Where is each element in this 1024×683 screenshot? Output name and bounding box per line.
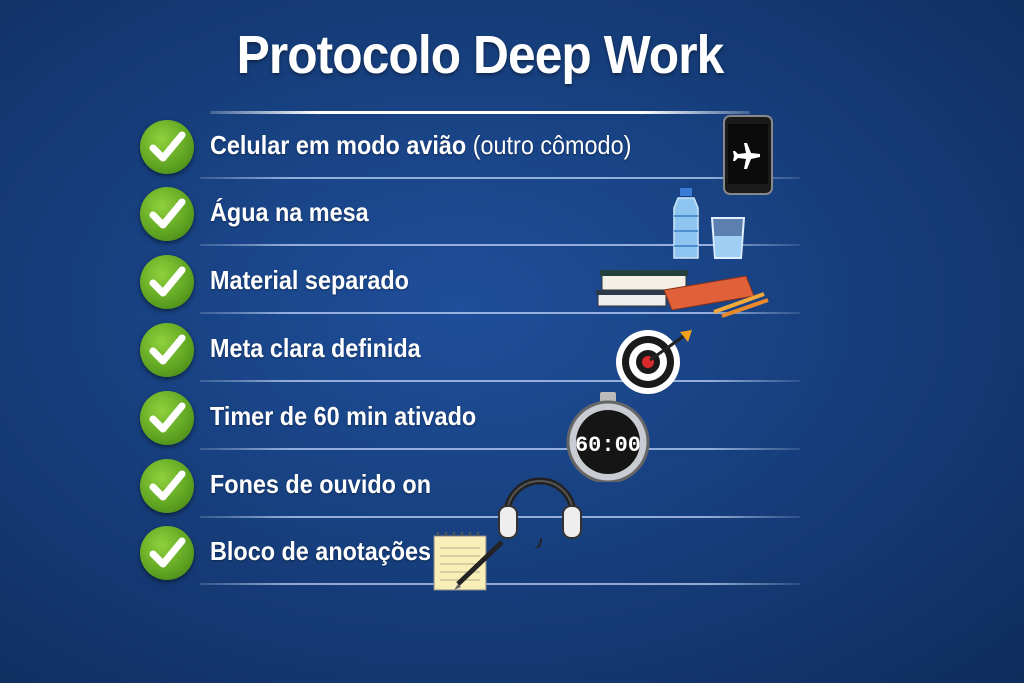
notepad-pen-icon	[433, 532, 504, 591]
check-icon	[140, 526, 194, 580]
check-icon	[140, 323, 194, 377]
headphones-icon	[498, 477, 582, 548]
check-icon	[140, 187, 194, 241]
checklist-item: Bloco de anotações	[140, 523, 820, 585]
item-text: Bloco de anotações	[210, 536, 432, 566]
checklist-item-label: Bloco de anotações	[210, 536, 431, 567]
timer-display: 60:00	[575, 433, 641, 458]
checklist-item: Água na mesa	[140, 184, 820, 246]
check-icon	[140, 391, 194, 445]
divider	[200, 244, 800, 246]
checklist-item: Celular em modo avião (outro cômodo)	[140, 117, 820, 179]
check-icon	[140, 459, 194, 513]
books-pencils-icon	[596, 270, 769, 318]
checklist-item: Fones de ouvido on	[140, 456, 820, 518]
stopwatch-icon: 60:00	[566, 392, 650, 482]
checklist-item-label: Meta clara definida	[210, 333, 421, 364]
item-text: Celular em modo avião	[210, 130, 467, 160]
divider	[200, 177, 800, 179]
checklist-item-label: Celular em modo avião (outro cômodo)	[210, 130, 631, 161]
item-text: Timer de 60 min ativado	[210, 401, 477, 431]
checklist-item-label: Timer de 60 min ativado	[210, 401, 476, 432]
divider	[200, 448, 800, 450]
page-title: Protocolo Deep Work	[236, 25, 725, 85]
airplane-mode-phone-icon	[723, 115, 773, 195]
checklist-item-label: Água na mesa	[210, 197, 369, 228]
check-icon	[140, 255, 194, 309]
check-icon	[140, 120, 194, 174]
checklist-item-label: Material separado	[210, 265, 409, 296]
item-text: Meta clara definida	[210, 333, 421, 363]
checklist-item: Timer de 60 min ativado	[140, 388, 820, 450]
water-bottle-glass-icon	[673, 188, 746, 259]
divider	[200, 583, 800, 585]
item-note: (outro cômodo)	[472, 130, 632, 160]
checklist-item: Material separado	[140, 252, 820, 314]
checklist-item-label: Fones de ouvido on	[210, 469, 431, 500]
item-text: Material separado	[210, 265, 409, 295]
item-text: Fones de ouvido on	[210, 469, 432, 499]
divider	[200, 312, 800, 314]
item-text: Água na mesa	[210, 197, 369, 227]
target-arrow-icon	[616, 330, 692, 394]
title-underline	[210, 111, 750, 114]
divider	[200, 380, 800, 382]
checklist-item: Meta clara definida	[140, 320, 820, 382]
